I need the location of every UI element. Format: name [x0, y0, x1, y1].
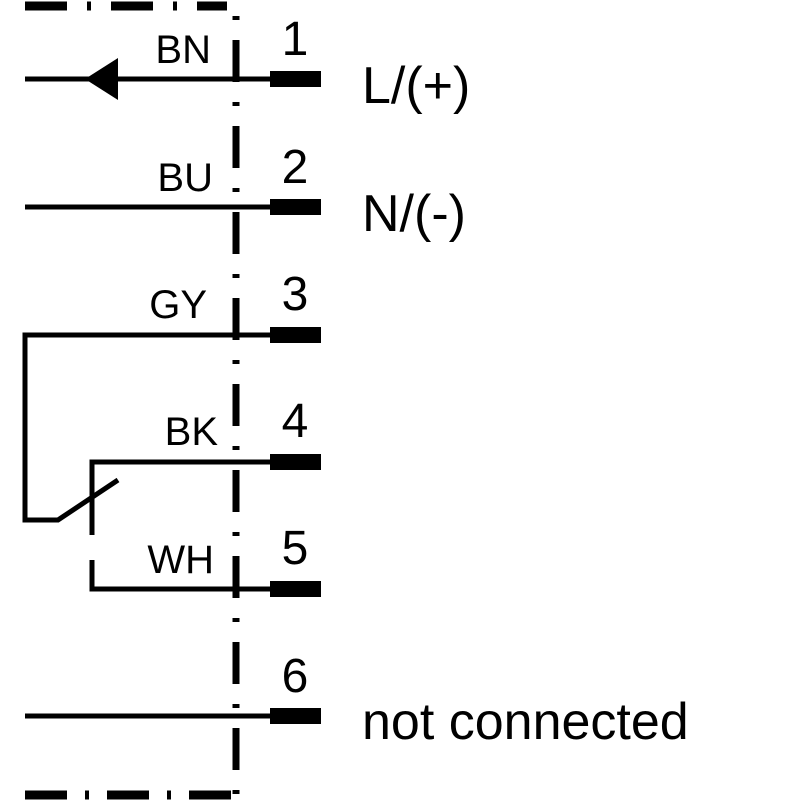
wire-color-label: WH — [147, 538, 214, 582]
terminal-pin-1 — [270, 71, 321, 87]
input-arrow-icon — [85, 58, 118, 100]
pin-number: 5 — [282, 522, 309, 575]
pin-number: 6 — [282, 650, 309, 703]
signal-label: L/(+) — [362, 57, 470, 115]
terminal-pin-4 — [270, 454, 321, 470]
wire-color-label: GY — [149, 283, 207, 327]
pin-number: 3 — [282, 268, 309, 321]
pin-terminals — [270, 71, 321, 724]
wire-pin-3 — [22, 332, 272, 523]
housing-boundary — [25, 1, 240, 800]
wire-pin-5 — [89, 560, 272, 592]
wire-pin-4 — [89, 459, 272, 535]
wires — [22, 76, 272, 719]
wire-color-label: BK — [165, 410, 219, 454]
terminal-pin-5 — [270, 581, 321, 597]
terminal-pin-3 — [270, 327, 321, 343]
signal-label: N/(-) — [362, 185, 466, 243]
signal-label: not connected — [362, 693, 689, 751]
terminal-pin-2 — [270, 199, 321, 215]
pin-number: 1 — [282, 13, 309, 66]
wire-color-label: BU — [157, 156, 213, 200]
pin-number: 2 — [282, 141, 309, 194]
wire-color-label: BN — [155, 28, 211, 72]
pin-number: 4 — [282, 395, 309, 448]
terminal-pin-6 — [270, 708, 321, 724]
